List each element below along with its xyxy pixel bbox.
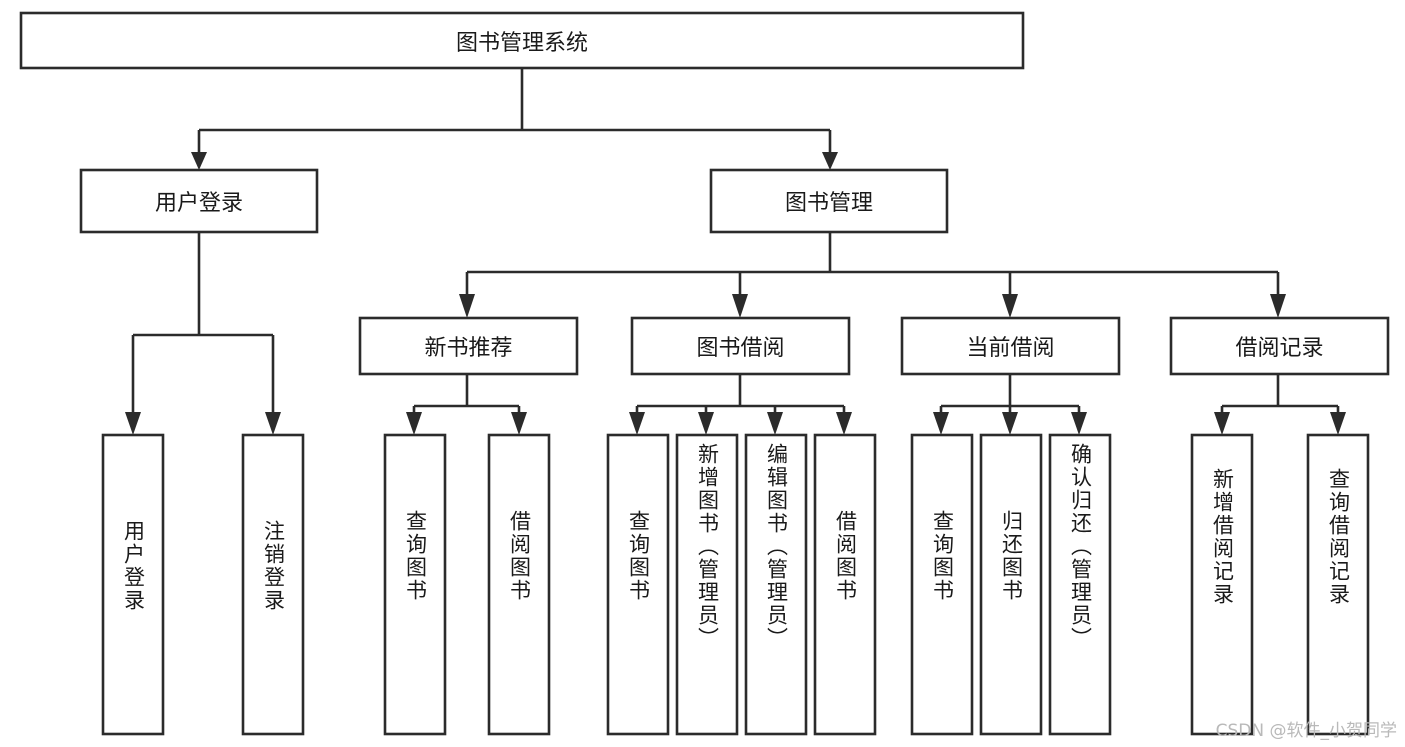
arrow-head-leaf-bookborrow-2	[767, 412, 783, 435]
arrow-head-leaf-borrowrecord-1	[1330, 412, 1346, 435]
arrow-head-leaf-currentborrow-1	[1002, 412, 1018, 435]
csdn-watermark: CSDN @软件_小贺同学	[1215, 721, 1397, 741]
node-leaf-currentborrow-2-box[interactable]	[1048, 433, 1112, 736]
node-leaf-bookborrow-3-box[interactable]	[813, 433, 877, 736]
node-leaf-borrowrecord-0-box[interactable]	[1190, 433, 1254, 736]
node-borrow-record-box[interactable]	[1169, 316, 1390, 376]
node-user-login-box[interactable]	[79, 168, 319, 234]
node-root-box[interactable]	[19, 11, 1025, 70]
node-leaf-currentborrow-0-box[interactable]	[910, 433, 974, 736]
arrow-head-borrow-record	[1270, 294, 1286, 318]
node-current-borrow-box[interactable]	[900, 316, 1121, 376]
node-leaf-newbook-1-box[interactable]	[487, 433, 551, 736]
node-leaf-newbook-0-box[interactable]	[383, 433, 447, 736]
arrow-head-new-book	[459, 294, 475, 318]
arrow-head-leaf-user-login-0	[125, 412, 141, 435]
node-book-management-box[interactable]	[709, 168, 949, 234]
node-leaf-user-login-0-box[interactable]	[101, 433, 165, 736]
arrow-head-leaf-bookborrow-0	[629, 412, 645, 435]
node-new-book-box[interactable]	[358, 316, 579, 376]
arrow-head-leaf-bookborrow-1	[698, 412, 714, 435]
arrow-head-leaf-user-login-1	[265, 412, 281, 435]
arrow-head-book-borrow	[732, 294, 748, 318]
node-leaf-bookborrow-2-box[interactable]	[744, 433, 808, 736]
arrow-head-leaf-currentborrow-2	[1071, 412, 1087, 435]
arrow-head-leaf-newbook-1	[511, 412, 527, 435]
arrow-head-current-borrow	[1002, 294, 1018, 318]
node-leaf-borrowrecord-1-box[interactable]	[1306, 433, 1370, 736]
arrow-head-leaf-newbook-0	[406, 412, 422, 435]
arrow-head-leaf-currentborrow-0	[933, 412, 949, 435]
arrow-head-user-login	[191, 152, 207, 170]
arrow-head-book-mgmt	[822, 152, 838, 170]
node-book-borrow-box[interactable]	[630, 316, 851, 376]
node-leaf-bookborrow-0-box[interactable]	[606, 433, 670, 736]
node-leaf-currentborrow-1-box[interactable]	[979, 433, 1043, 736]
node-leaf-user-login-1-box[interactable]	[241, 433, 305, 736]
arrow-head-leaf-bookborrow-3	[836, 412, 852, 435]
node-leaf-bookborrow-1-box[interactable]	[675, 433, 739, 736]
arrow-head-leaf-borrowrecord-0	[1214, 412, 1230, 435]
